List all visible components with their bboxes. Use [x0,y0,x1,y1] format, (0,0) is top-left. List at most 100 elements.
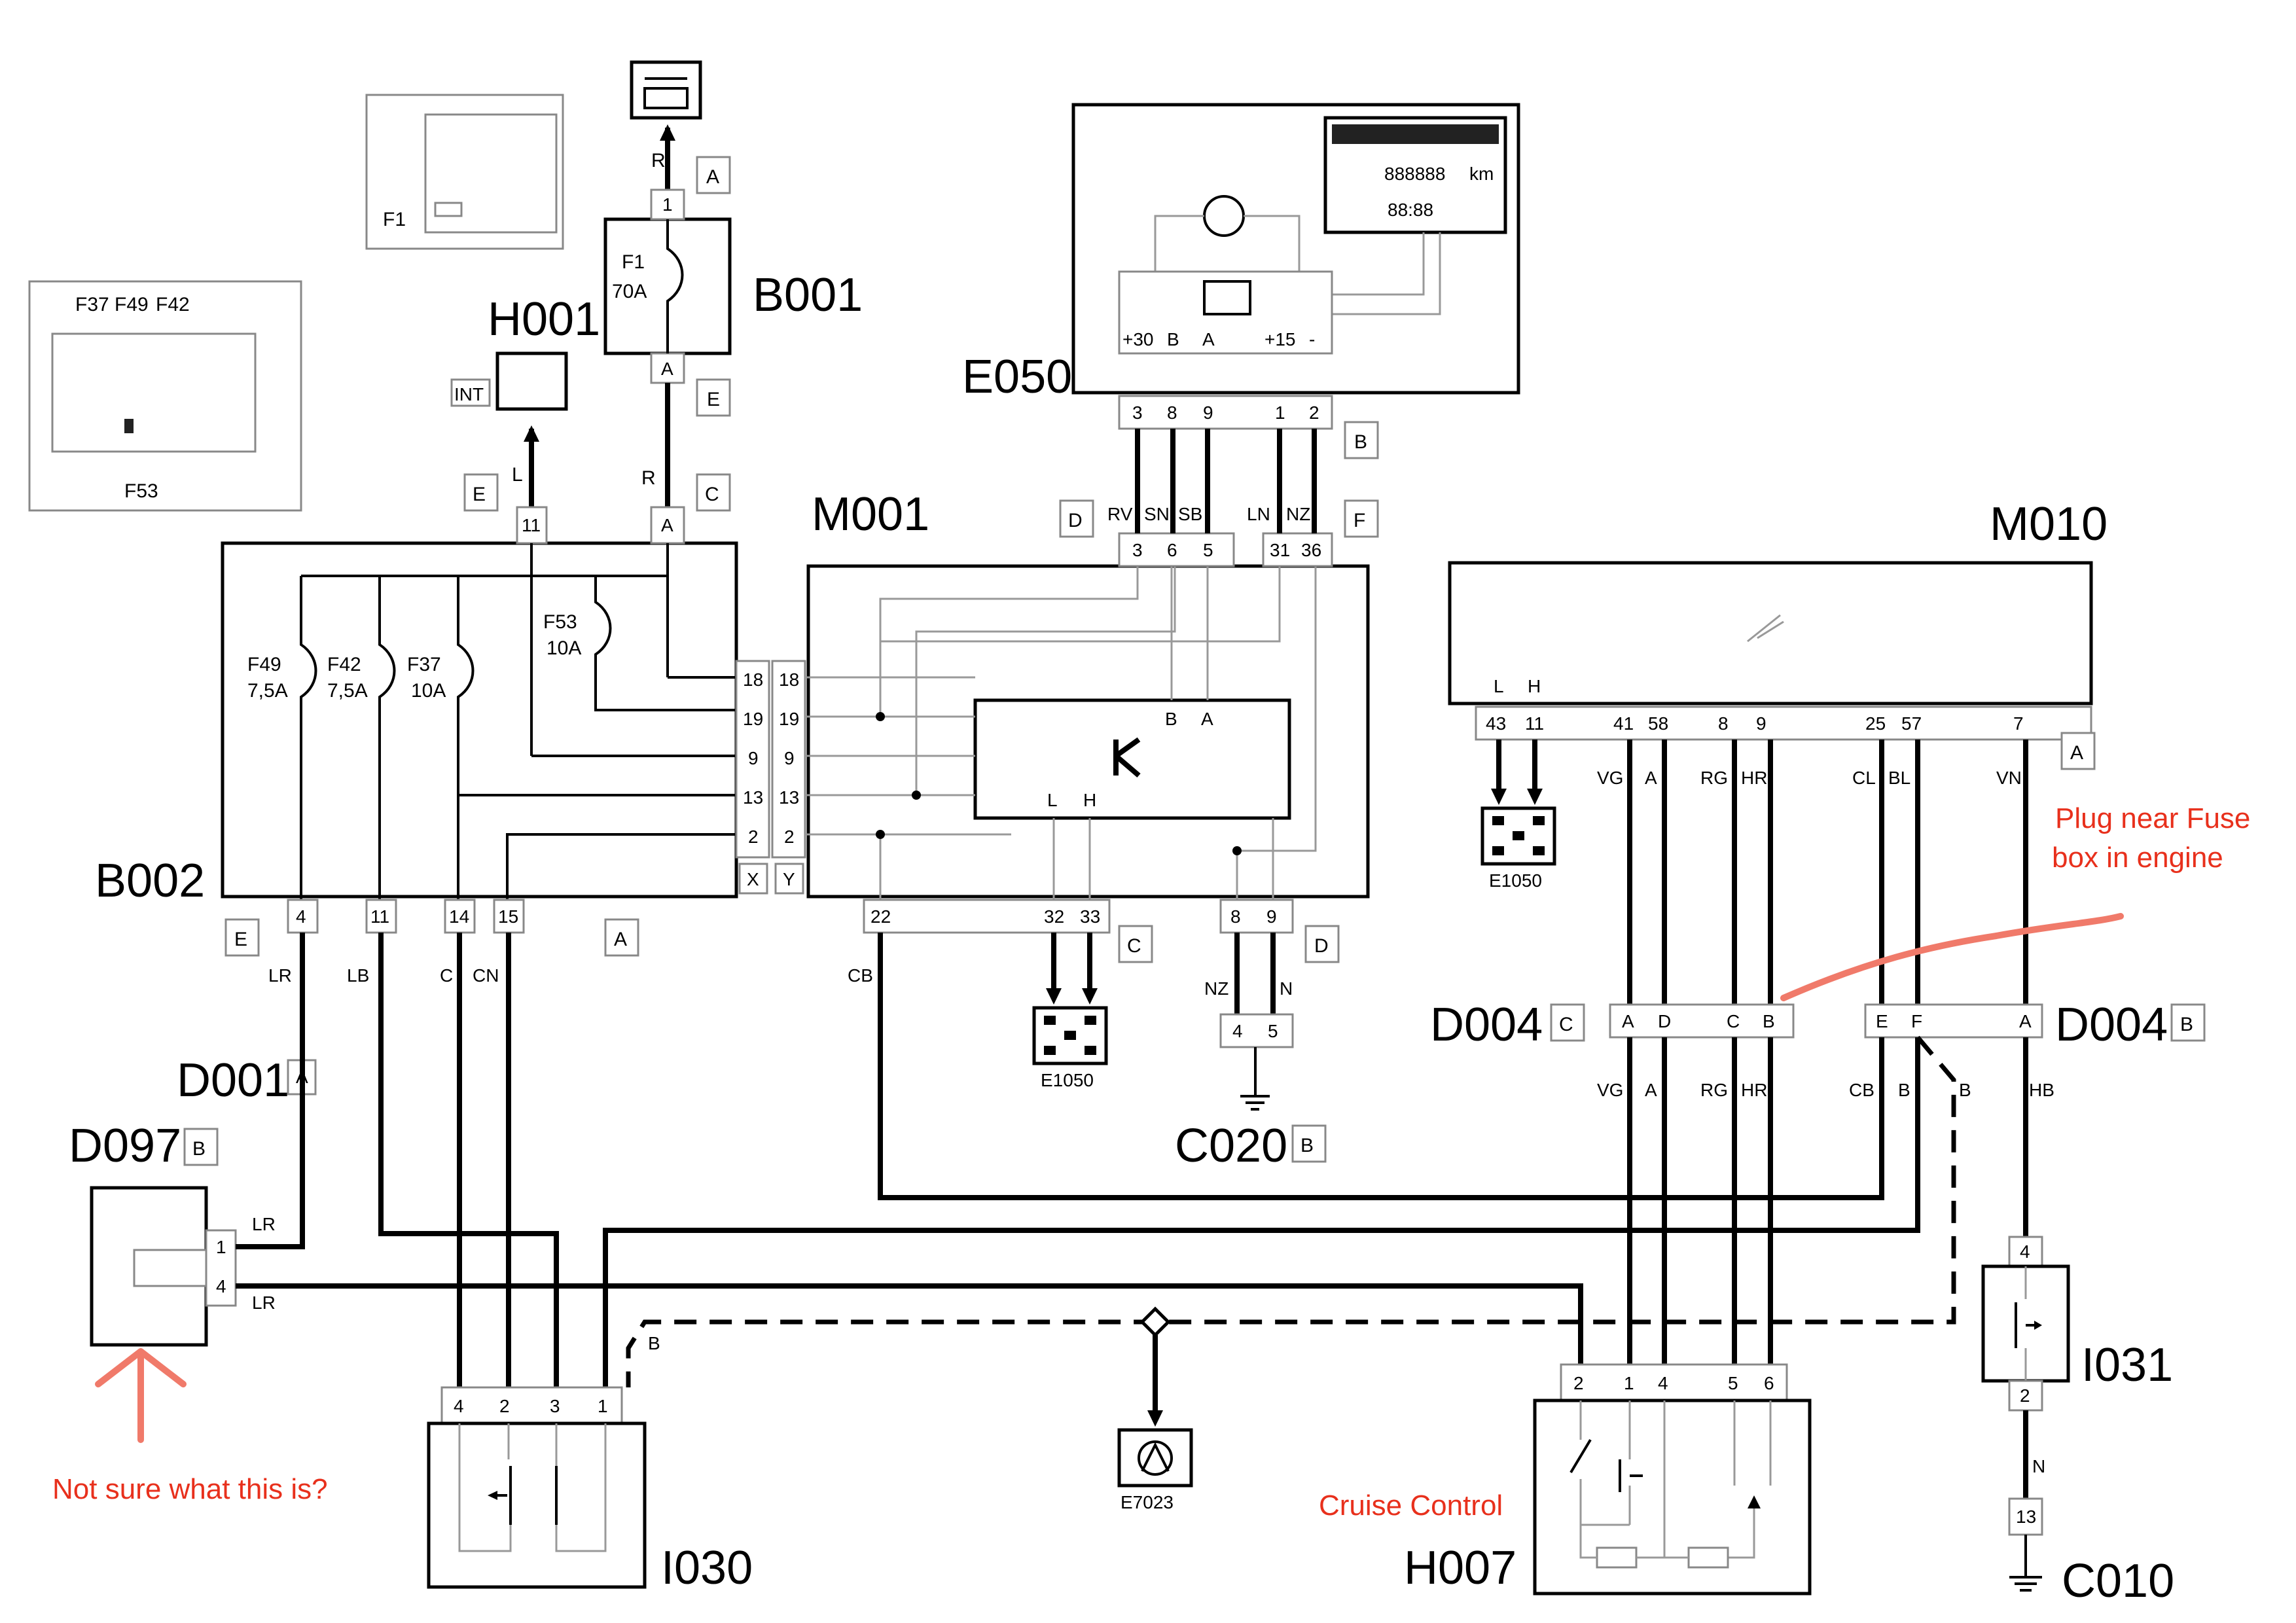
b002-box [221,541,738,899]
svg-text:10A: 10A [547,637,581,659]
c020-label: C020 [1175,1120,1287,1172]
svg-text:A: A [1201,709,1213,729]
svg-text:41: 41 [1613,713,1634,734]
can-bus-icon [1032,1006,1108,1065]
svg-text:CB: CB [1849,1080,1874,1100]
svg-text:2: 2 [499,1396,510,1416]
svg-text:H: H [1083,790,1096,810]
svg-text:4: 4 [2020,1241,2030,1262]
svg-text:B: B [192,1138,206,1160]
svg-text:3: 3 [1132,540,1143,560]
svg-text:4: 4 [1658,1373,1668,1393]
b002-m001-bridge [735,660,806,859]
svg-text:888888: 888888 [1384,164,1445,184]
svg-text:14: 14 [449,906,469,927]
svg-text:CB: CB [848,965,873,986]
m010-d004-wires [1627,740,2028,1005]
h007-internal [1570,1400,1772,1569]
inset-f49-label: F49 [115,294,149,315]
svg-text:32: 32 [1044,906,1064,927]
svg-text:BL: BL [1888,768,1910,788]
m010-box [1448,561,2093,705]
svg-text:-: - [1309,329,1315,349]
svg-text:C: C [1727,1011,1740,1031]
svg-text:RG: RG [1700,768,1728,788]
svg-text:A: A [706,166,719,188]
svg-text:9: 9 [784,748,795,768]
m001-label: M001 [812,488,929,541]
svg-text:F53: F53 [543,611,577,633]
svg-text:B: B [1167,329,1179,349]
svg-text:4: 4 [296,906,306,927]
svg-text:A: A [1202,329,1215,349]
svg-text:C: C [1559,1014,1573,1035]
svg-text:7: 7 [2013,713,2024,734]
c010-label: C010 [2062,1555,2174,1607]
ground-symbol-c010 [2009,1535,2042,1592]
d004-right-label: D004 [2055,999,2168,1051]
unknown-note: Not sure what this is? [52,1473,328,1505]
svg-text:6: 6 [1764,1373,1774,1393]
svg-text:RG: RG [1700,1080,1728,1100]
svg-text:10A: 10A [411,680,446,702]
svg-text:R: R [641,467,656,489]
svg-text:F: F [1911,1011,1922,1031]
svg-text:D: D [1068,510,1083,531]
m001-chip [973,698,1291,820]
svg-text:A: A [661,515,673,535]
fuse-f1-label: F1 [622,251,645,273]
svg-text:A: A [2019,1011,2032,1031]
plug-note-line2: box in engine [2052,842,2223,874]
svg-text:SB: SB [1178,504,1202,524]
svg-text:D: D [1314,935,1329,957]
h001-box [495,351,568,411]
svg-text:A: A [661,359,673,379]
inset-f37-label: F37 [75,294,109,315]
svg-text:HB: HB [2029,1080,2054,1100]
transistor-icon [1113,737,1141,778]
svg-text:A: A [614,929,627,950]
svg-text:B: B [648,1333,660,1353]
i030-box [427,1421,647,1589]
m010-label: M010 [1990,498,2108,550]
svg-text:F: F [1354,510,1365,531]
svg-text:VG: VG [1597,1080,1623,1100]
svg-text:1: 1 [216,1237,226,1257]
battery-symbol [630,60,702,120]
svg-text:C: C [440,965,453,986]
svg-text:HR: HR [1741,1080,1767,1100]
svg-text:HR: HR [1741,768,1767,788]
ground-symbol-c020 [1240,1047,1270,1111]
svg-text:B: B [1354,431,1367,453]
svg-text:2: 2 [1573,1373,1584,1393]
svg-text:36: 36 [1301,540,1321,560]
svg-text:H: H [1528,676,1541,696]
svg-text:LN: LN [1247,504,1270,524]
svg-text:N: N [2032,1456,2045,1476]
svg-text:88:88: 88:88 [1388,200,1433,220]
svg-text:C: C [1127,935,1141,957]
d004-left-label: D004 [1430,999,1543,1051]
h007-box [1533,1399,1812,1596]
svg-text:km: km [1469,164,1494,184]
svg-text:B: B [1763,1011,1775,1031]
svg-text:1: 1 [1275,402,1285,423]
svg-text:11: 11 [370,906,389,927]
svg-text:13: 13 [779,787,799,808]
svg-text:13: 13 [2016,1507,2036,1527]
svg-text:E: E [707,389,720,410]
svg-text:L: L [512,464,523,486]
svg-text:11: 11 [1525,713,1544,734]
i030-label: I030 [661,1542,753,1594]
svg-text:A: A [1645,1080,1657,1100]
svg-text:VG: VG [1597,768,1623,788]
svg-text:L: L [1047,790,1058,810]
svg-text:B: B [1300,1135,1314,1156]
svg-text:F37: F37 [407,654,441,675]
svg-text:B: B [1959,1080,1971,1100]
svg-text:43: 43 [1486,713,1506,734]
svg-text:F49: F49 [247,654,281,675]
svg-text:5: 5 [1728,1373,1738,1393]
svg-text:1: 1 [662,194,673,215]
svg-text:NZ: NZ [1286,504,1310,524]
